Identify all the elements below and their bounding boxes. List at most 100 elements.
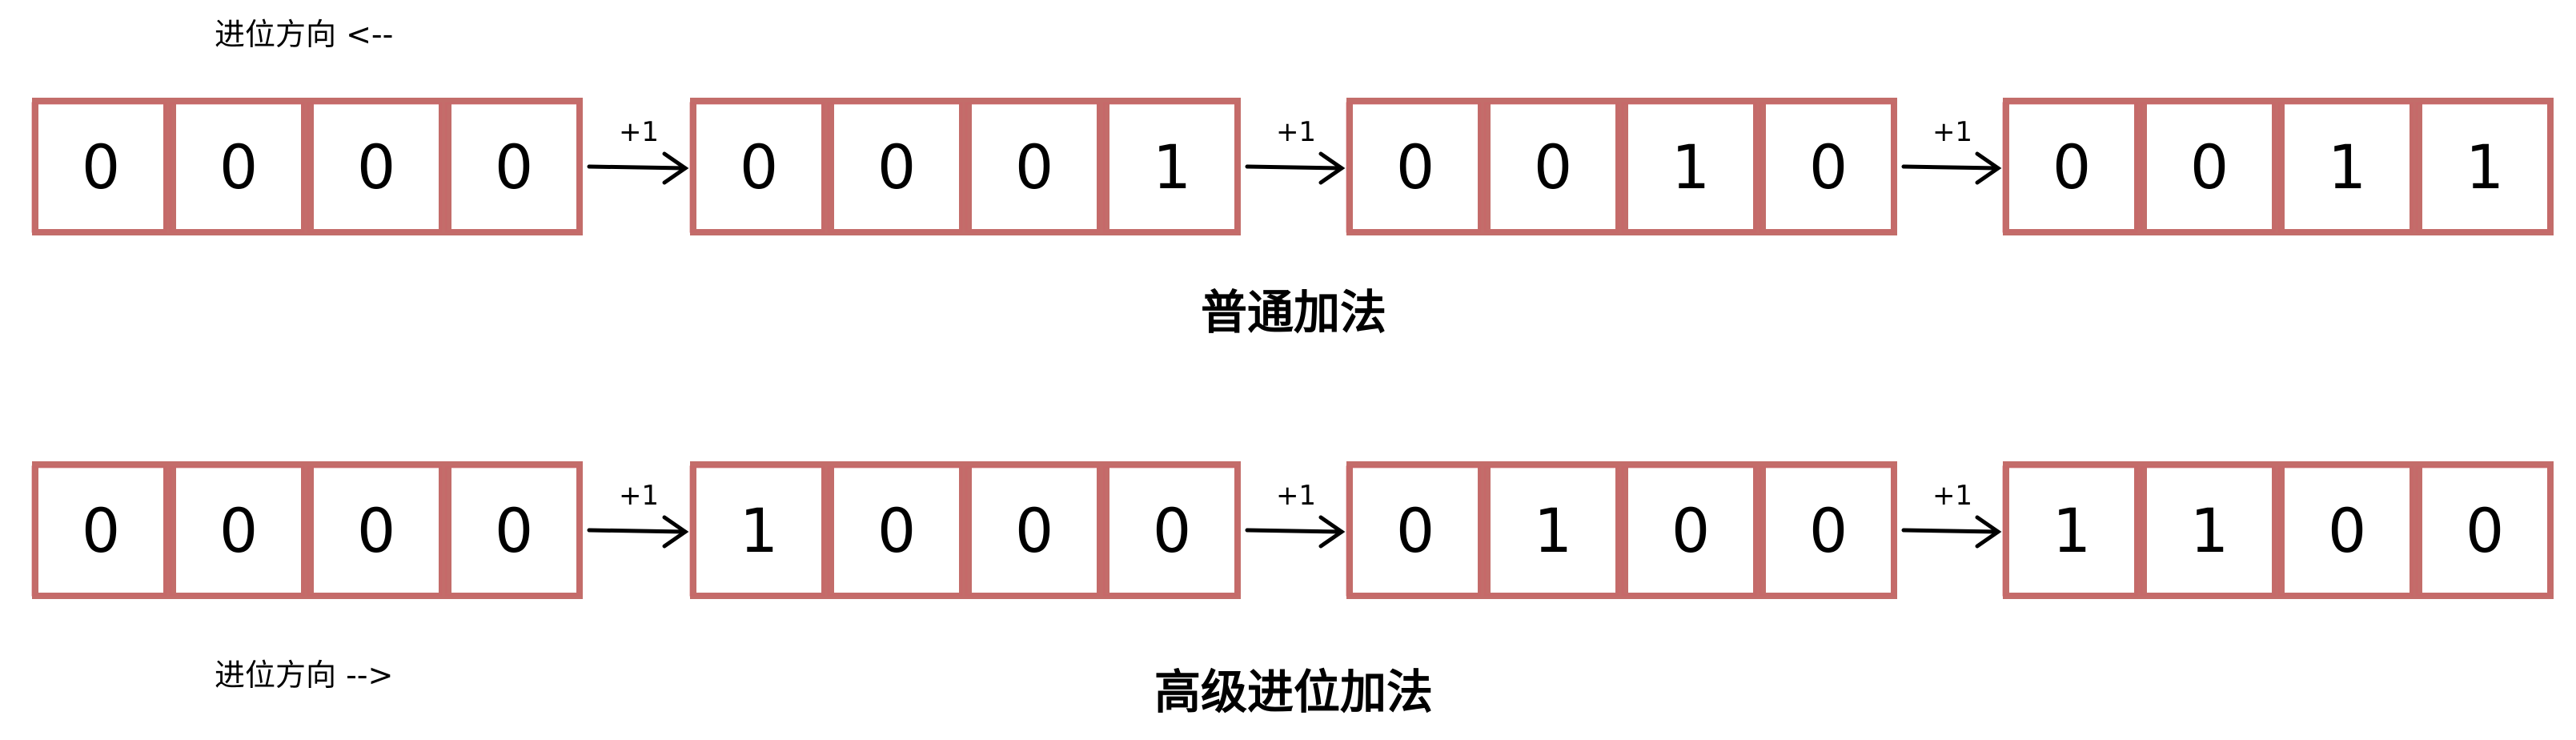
bit-digit: 1 [740,495,778,566]
arrow-shaft [587,164,688,171]
increment-arrow: +1 [587,116,689,185]
arrow-head [1975,151,2002,185]
bit-cell-sketch-line [1483,465,1619,597]
bit-cell-sketch-line [965,465,1101,597]
bit-cell: 0 [2415,461,2554,599]
bit-cell: 1 [1621,98,1759,235]
bit-cell-sketch-line [2415,465,2551,597]
bit-cell-sketch-line [1621,102,1757,233]
bit-digit: 0 [357,131,395,203]
bit-cell: 0 [1102,461,1241,599]
bit-digit: 0 [219,131,258,203]
bit-digit: 0 [2466,495,2504,566]
bit-cell-sketch-line [2277,465,2413,597]
bit-cell-sketch-line [1759,465,1895,597]
bit-cell: 0 [444,461,583,599]
caption-advanced-carry-addition: 高级进位加法 [1154,665,1433,719]
increment-label: +1 [1276,116,1316,148]
bit-cell: 0 [169,461,307,599]
bit-cell-sketch-line [444,465,580,597]
arrow-head [662,151,689,185]
bit-cell: 0 [31,98,170,235]
bit-cell-border [1484,461,1622,599]
bit-digit: 0 [1015,495,1053,566]
bit-digit: 0 [1396,131,1434,203]
bit-digit: 0 [877,495,916,566]
bit-cell: 0 [1621,461,1759,599]
bit-digit: 1 [2190,495,2229,566]
bit-cell-sketch-line [2415,102,2551,233]
bit-cell-border [1759,98,1897,235]
bit-cell-sketch-line [1483,102,1619,233]
bit-cell-sketch-line [827,465,963,597]
bit-cell: 0 [2002,98,2141,235]
bit-cell-sketch-line [2140,102,2276,233]
bit-digit: 0 [1396,495,1434,566]
arrow-shaft [1901,164,2000,171]
bit-digit: 1 [2052,495,2091,566]
bit-cell-sketch-line [689,102,825,233]
arrow-head [1318,151,1346,185]
bit-digit: 0 [495,495,533,566]
bit-cell-sketch-line [31,102,167,233]
bit-digit: 1 [2466,131,2504,203]
increment-arrow: +1 [1245,480,1346,549]
bit-cell: 0 [1759,98,1897,235]
arrow-head [1975,515,2002,549]
bit-digit: 0 [1671,495,1710,566]
bit-cell-sketch-line [965,102,1101,233]
bit-digit: 0 [1809,495,1848,566]
bit-cell-sketch-line [169,465,305,597]
bit-cell-sketch-line [169,102,305,233]
bit-digit: 0 [877,131,916,203]
bit-cell: 1 [2140,461,2278,599]
bit-digit: 0 [1015,131,1053,203]
bit-cell: 1 [689,461,828,599]
bit-cell-sketch-line [827,102,963,233]
bit-cell-sketch-line [1346,465,1482,597]
bit-digit: 0 [2328,495,2366,566]
bit-cell: 0 [1759,461,1897,599]
arrow-shaft [1245,164,1344,171]
bit-cell-sketch-line [2140,465,2276,597]
bit-digit: 0 [219,495,258,566]
bit-digit: 0 [1153,495,1191,566]
arrow-shaft [1901,528,2000,534]
bit-cell: 0 [965,461,1103,599]
bit-cell: 0 [689,98,828,235]
bit-cell-border [828,461,965,599]
increment-label: +1 [1932,116,1972,148]
bit-cell: 1 [2002,461,2141,599]
bit-cell: 0 [307,461,445,599]
caption-normal-addition: 普通加法 [1201,285,1386,340]
increment-arrow: +1 [587,480,689,549]
bit-digit: 1 [1153,131,1191,203]
bit-cell: 0 [1483,98,1622,235]
bit-cell: 0 [2140,98,2278,235]
bit-cell-sketch-line [2277,102,2413,233]
bit-cell-sketch-line [1102,465,1238,597]
arrow-shaft [587,528,688,534]
bit-cell: 1 [1102,98,1241,235]
increment-arrow: +1 [1245,116,1346,185]
bit-digit: 0 [357,495,395,566]
bit-digit: 1 [1671,131,1710,203]
increment-label: +1 [1276,480,1316,512]
bit-digit: 0 [1534,131,1572,203]
bit-cell-border [2278,98,2416,235]
arrow-head [662,515,689,549]
bit-digit: 0 [82,131,120,203]
carry-direction-note-bottom: 进位方向 --> [215,658,393,693]
bit-group: 1 1 0 0 [2002,461,2554,599]
bit-digit: 0 [82,495,120,566]
bit-cell-border [445,461,583,599]
bit-group: 1 0 0 0 [689,461,1241,599]
bit-digit: 0 [2190,131,2229,203]
bit-cell: 0 [444,98,583,235]
bit-cell: 0 [2277,461,2416,599]
bit-cell-sketch-line [307,102,443,233]
bit-cell: 0 [307,98,445,235]
